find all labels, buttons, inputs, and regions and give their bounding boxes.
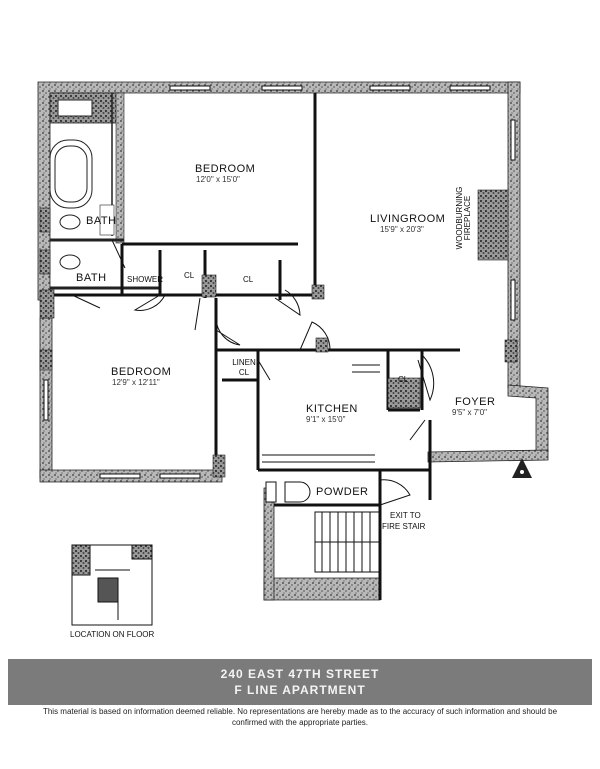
kitchen-counters (262, 364, 380, 463)
windows (43, 85, 516, 479)
bedroom-1-label: BEDROOM (195, 163, 256, 175)
closet-2-label: CL (243, 275, 254, 284)
linen-closet-label: LINEN CL (232, 358, 256, 377)
bath-1-label: BATH (86, 215, 117, 227)
powder-room-label: POWDER (316, 486, 369, 498)
closet-1-label: CL (184, 271, 195, 280)
address-banner: 240 EAST 47TH STREET F LINE APARTMENT (8, 659, 592, 705)
exit-label-line1: EXIT TO (390, 511, 421, 520)
location-caption: LOCATION ON FLOOR (70, 630, 155, 639)
living-room-dimensions: 15'9" x 20'3" (380, 225, 424, 234)
bath-block (39, 92, 160, 290)
exit-label-line2: FIRE STAIR (382, 522, 426, 531)
bedroom-2-dimensions: 12'9" x 12'11" (112, 378, 160, 387)
foyer-dimensions: 9'5" x 7'0" (452, 408, 487, 417)
bath-2-label: BATH (76, 272, 107, 284)
banner-apartment-line: F LINE APARTMENT (234, 683, 366, 697)
living-room-label: LIVINGROOM (370, 213, 446, 225)
door-swings (71, 239, 435, 506)
bedroom-1-dimensions: 12'0" x 15'0" (196, 175, 240, 184)
closet-3-label: CL (398, 375, 409, 384)
location-key-plan (71, 544, 153, 626)
kitchen-dimensions: 9'1" x 15'0" (306, 415, 346, 424)
foyer-label: FOYER (455, 396, 496, 408)
columns (39, 189, 518, 478)
fire-stairs (314, 511, 381, 573)
shower-label: SHOWER (127, 275, 163, 284)
exterior-walls (37, 81, 549, 601)
banner-address: 240 EAST 47TH STREET (220, 667, 380, 681)
north-arrow (512, 458, 532, 478)
disclaimer-text: This material is based on information de… (42, 707, 558, 727)
bedroom-2-label: BEDROOM (111, 366, 172, 378)
kitchen-label: KITCHEN (306, 403, 358, 415)
powder-fixtures (265, 481, 311, 503)
fireplace-label: WOODBURNING FIREPLACE (455, 186, 472, 250)
